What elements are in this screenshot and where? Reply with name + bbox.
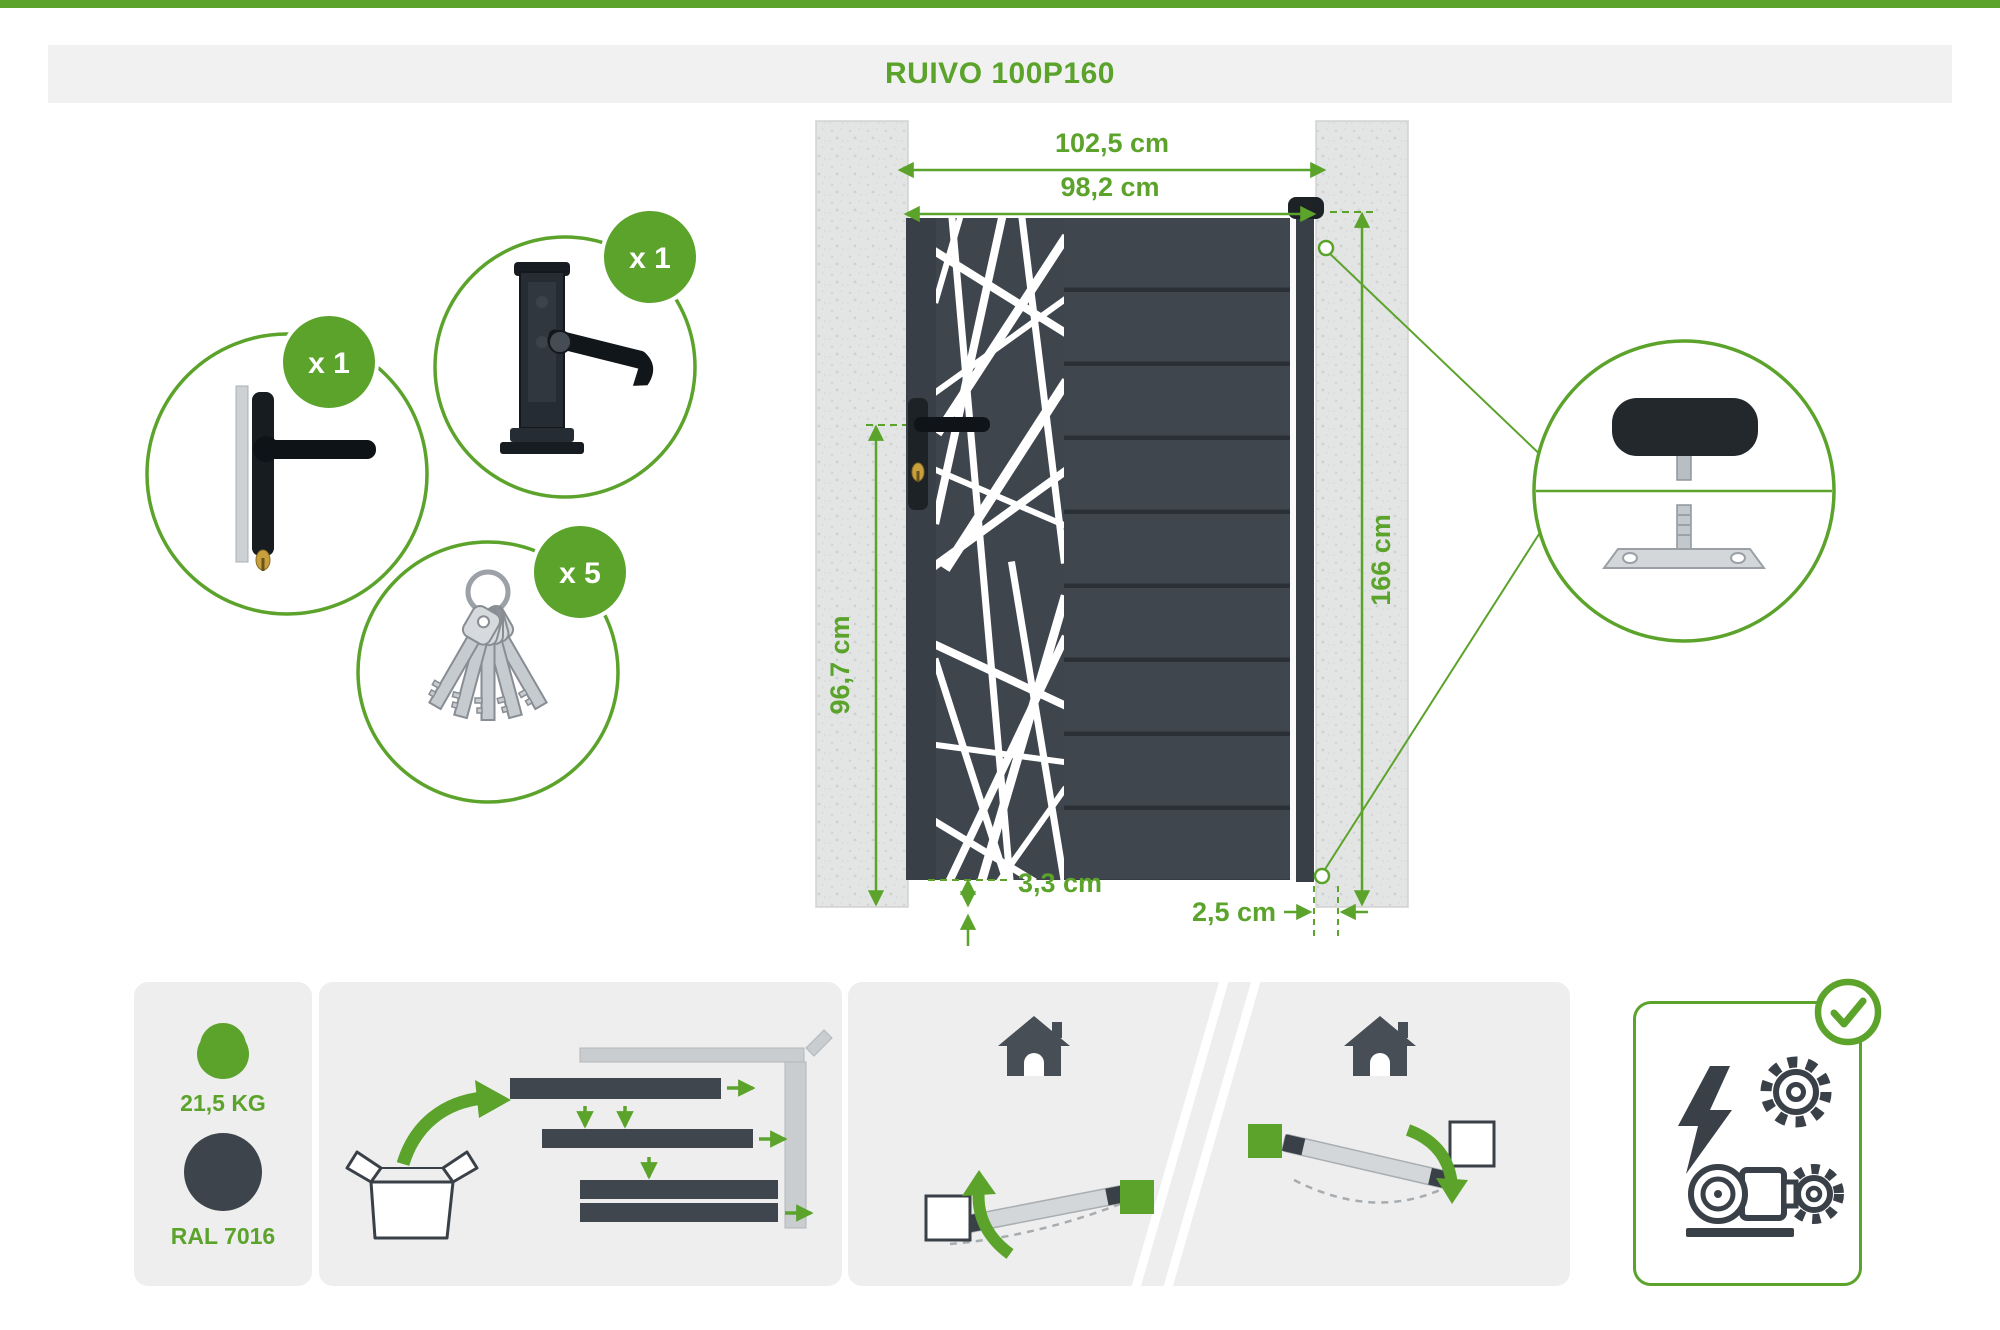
dim-handle-height: 96,7 cm: [825, 615, 855, 714]
handle-icon: [235, 385, 376, 571]
handle-part: x 1: [145, 312, 429, 616]
gate-handle-icon: [908, 398, 990, 510]
dim-gate-width: 98,2 cm: [1060, 172, 1159, 202]
check-icon: [1814, 978, 1882, 1046]
swing-left-icon: [924, 1016, 1154, 1259]
keys-qty-label: x 5: [559, 557, 601, 590]
gate-diagram: 102,5 cm 98,2 cm 166 cm 96,7 cm 3,3 cm 2…: [145, 120, 1836, 946]
assembly-icon: [345, 1029, 833, 1240]
dim-height: 166 cm: [1366, 514, 1396, 606]
cardboard-box-icon: [345, 1150, 479, 1240]
lightning-icon: [1678, 1066, 1732, 1174]
weight-value: 21,5 KG: [180, 1090, 266, 1116]
motor-icon: [1686, 1164, 1799, 1237]
weight-color-panel: 21,5 KG RAL 7016: [134, 982, 312, 1286]
swing-right-icon: [1248, 1016, 1496, 1204]
detail-connectors: [1313, 239, 1549, 885]
latch-icon: [500, 262, 654, 454]
dim-ground-gap: 3,3 cm: [1018, 868, 1102, 898]
assembly-panel: [319, 982, 842, 1286]
hinge-post: [1296, 210, 1314, 882]
swing-direction-panel: [848, 982, 1570, 1286]
latch-qty-badge: [600, 207, 700, 307]
motorizable-icon: [1678, 1056, 1844, 1237]
handle-qty-label: x 1: [308, 347, 350, 380]
left-pillar: [815, 120, 909, 908]
keys-part: x 5: [356, 522, 630, 804]
handle-qty-badge: [279, 312, 379, 412]
house-icon: [1344, 1016, 1416, 1076]
ral-code: RAL 7016: [170, 1223, 276, 1249]
post-cap-icon: [1288, 197, 1324, 219]
hinge-detail-icon: [1532, 339, 1836, 643]
top-accent-line: [0, 0, 2000, 8]
motorizable-panel: [1633, 1001, 1862, 1286]
keys-qty-badge: [530, 522, 630, 622]
slats: [1064, 218, 1290, 880]
weight-icon: [197, 1023, 249, 1079]
house-icon: [998, 1016, 1070, 1076]
laser-cut-pattern: [936, 218, 1064, 880]
dim-outer-width: 102,5 cm: [1055, 128, 1169, 158]
gear-icon: [1760, 1056, 1844, 1224]
hinge-gap: [1290, 218, 1296, 880]
dimension-annotations: [866, 161, 1376, 946]
page-title: RUIVO 100P160: [885, 57, 1115, 90]
gate: [906, 197, 1324, 882]
latch-part: x 1: [433, 207, 700, 499]
header-bar: RUIVO 100P160: [48, 45, 1952, 103]
keys-icon: [421, 569, 555, 722]
latch-qty-label: x 1: [629, 242, 671, 275]
color-swatch: [184, 1133, 262, 1211]
dim-side-gap: 2,5 cm: [1192, 897, 1276, 927]
swing-diagrams: [924, 982, 1496, 1286]
